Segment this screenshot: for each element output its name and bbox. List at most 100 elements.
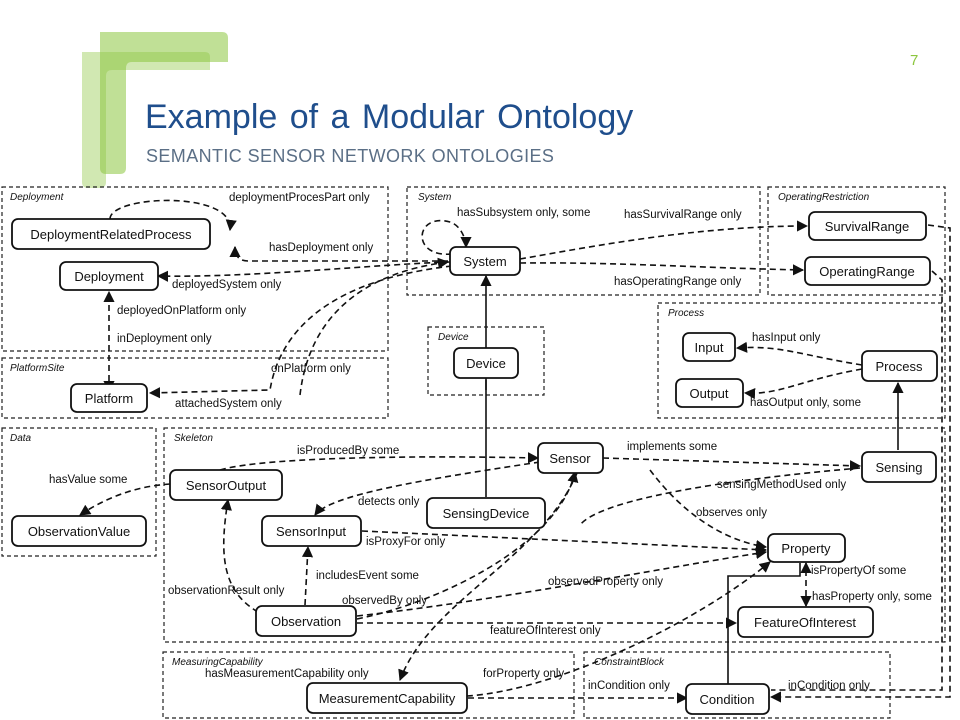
edge-observes	[649, 469, 768, 552]
edge-label: onPlatform only	[271, 363, 351, 375]
edge-includesevent	[301, 545, 314, 606]
edge-label: deploymentProcesPart only	[229, 192, 370, 204]
node-sensoroutput: SensorOutput	[169, 469, 283, 501]
svg-text:OperatingRange: OperatingRange	[819, 264, 914, 279]
edge-label: inCondition only	[788, 680, 870, 692]
edge-label: observationResult only	[168, 585, 285, 597]
module-label: MeasuringCapability	[172, 657, 264, 668]
edge-hasinput	[735, 341, 863, 366]
module-label: Process	[668, 308, 704, 319]
node-survivalrange: SurvivalRange	[808, 211, 927, 241]
edge-label: includesEvent some	[316, 570, 419, 582]
edge-observedproperty	[356, 548, 768, 617]
svg-text:Process: Process	[876, 359, 923, 374]
edge-onplatform	[148, 265, 453, 399]
edge-label: inDeployment only	[117, 333, 212, 345]
edge-deployedsystem	[156, 261, 451, 282]
edge-label: attachedSystem only	[175, 398, 282, 410]
node-property: Property	[767, 533, 846, 563]
corner-decoration	[82, 32, 228, 188]
edge-hassurvivalrange	[519, 220, 809, 260]
node-sensor: Sensor	[537, 442, 604, 474]
edges	[79, 199, 951, 704]
module-label: Skeleton	[174, 433, 213, 444]
svg-text:SensorOutput: SensorOutput	[186, 478, 267, 493]
module-platformsite: PlatformSite	[1, 357, 389, 419]
node-measurementcapability: MeasurementCapability	[306, 682, 468, 714]
node-platform: Platform	[70, 383, 148, 413]
module-label: ConstraintBlock	[594, 657, 665, 668]
edge-label: implements some	[627, 441, 717, 453]
module-label: Device	[438, 332, 469, 343]
svg-text:Sensing: Sensing	[876, 460, 923, 475]
module-label: System	[418, 192, 451, 203]
module-label: PlatformSite	[10, 363, 65, 374]
svg-text:SensingDevice: SensingDevice	[443, 506, 530, 521]
module-measuringcapability: MeasuringCapability	[162, 651, 575, 719]
edge-isproxyfor	[361, 530, 768, 556]
edge-implements	[602, 457, 862, 472]
edge-label: deployedSystem only	[172, 279, 282, 291]
edge-label: hasSubsystem only, some	[457, 207, 590, 219]
module-skeleton: Skeleton	[163, 427, 946, 643]
node-output: Output	[675, 378, 744, 408]
svg-text:Condition: Condition	[700, 692, 755, 707]
node-device: Device	[453, 347, 519, 379]
svg-text:Device: Device	[466, 356, 506, 371]
edge-detects	[314, 461, 541, 516]
node-condition: Condition	[685, 683, 770, 715]
svg-text:Sensor: Sensor	[549, 451, 591, 466]
edge-sensingmethodused	[579, 467, 861, 526]
svg-text:Observation: Observation	[271, 614, 341, 629]
edge-label: featureOfInterest only	[490, 625, 601, 637]
module-constraintblock: ConstraintBlock	[583, 651, 891, 719]
edge-label: sensingMethodUsed only	[717, 479, 846, 491]
module-label: OperatingRestriction	[778, 192, 870, 203]
edge-label: deployedOnPlatform only	[117, 305, 246, 317]
slide-title: Example of a Modular Ontology	[145, 98, 634, 136]
edge-label: hasSurvivalRange only	[624, 209, 742, 221]
edge-label: isPropertyOf some	[811, 565, 906, 577]
svg-text:SurvivalRange: SurvivalRange	[825, 219, 910, 234]
node-featureofinterest: FeatureOfInterest	[737, 606, 874, 638]
node-deploymentrelatedprocess: DeploymentRelatedProcess	[11, 218, 211, 250]
svg-text:DeploymentRelatedProcess: DeploymentRelatedProcess	[30, 227, 192, 242]
svg-text:ObservationValue: ObservationValue	[28, 524, 130, 539]
node-sensingdevice: SensingDevice	[426, 497, 546, 529]
node-sensorinput: SensorInput	[261, 515, 362, 547]
edge-hasoutput	[743, 368, 863, 400]
svg-text:Input: Input	[695, 340, 724, 355]
edge-label: isProxyFor only	[366, 536, 445, 548]
edge-label: hasValue some	[49, 474, 127, 486]
edge-isproducedby	[219, 452, 540, 471]
slide-subtitle: SEMANTIC SENSOR NETWORK ONTOLOGIES	[146, 146, 555, 166]
node-observation: Observation	[255, 605, 357, 637]
edge-label: hasProperty only, some	[812, 591, 932, 603]
module-system: System	[406, 186, 761, 296]
node-operatingrange: OperatingRange	[804, 256, 931, 286]
edge-hasvalue	[79, 483, 171, 516]
svg-text:System: System	[463, 254, 506, 269]
node-input: Input	[682, 332, 736, 362]
edge-label: hasMeasurementCapability only	[205, 668, 369, 680]
edge-label: hasInput only	[752, 332, 821, 344]
module-process: Process	[657, 302, 946, 419]
node-deployment: Deployment	[59, 261, 159, 291]
module-operatingrestriction: OperatingRestriction	[767, 186, 946, 296]
edge-hassubsystem	[421, 219, 472, 255]
module-label: Deployment	[10, 192, 65, 203]
edge-label: observedBy only	[342, 595, 427, 607]
edge-label: observes only	[696, 507, 767, 519]
edge-observationresult	[220, 498, 259, 613]
edge-label: observedProperty only	[548, 576, 663, 588]
svg-text:FeatureOfInterest: FeatureOfInterest	[754, 615, 856, 630]
module-data: Data	[1, 427, 157, 557]
edge-label: forProperty only	[483, 668, 564, 680]
svg-text:Deployment: Deployment	[74, 269, 144, 284]
edge-hasdeployment	[229, 245, 448, 262]
slide-number: 7	[910, 52, 919, 69]
edge-labels: deploymentProcesPart only hasDeployment …	[49, 192, 932, 692]
edge-hasoperatingrange	[519, 262, 805, 276]
node-system: System	[449, 246, 521, 276]
svg-text:MeasurementCapability: MeasurementCapability	[319, 691, 456, 706]
